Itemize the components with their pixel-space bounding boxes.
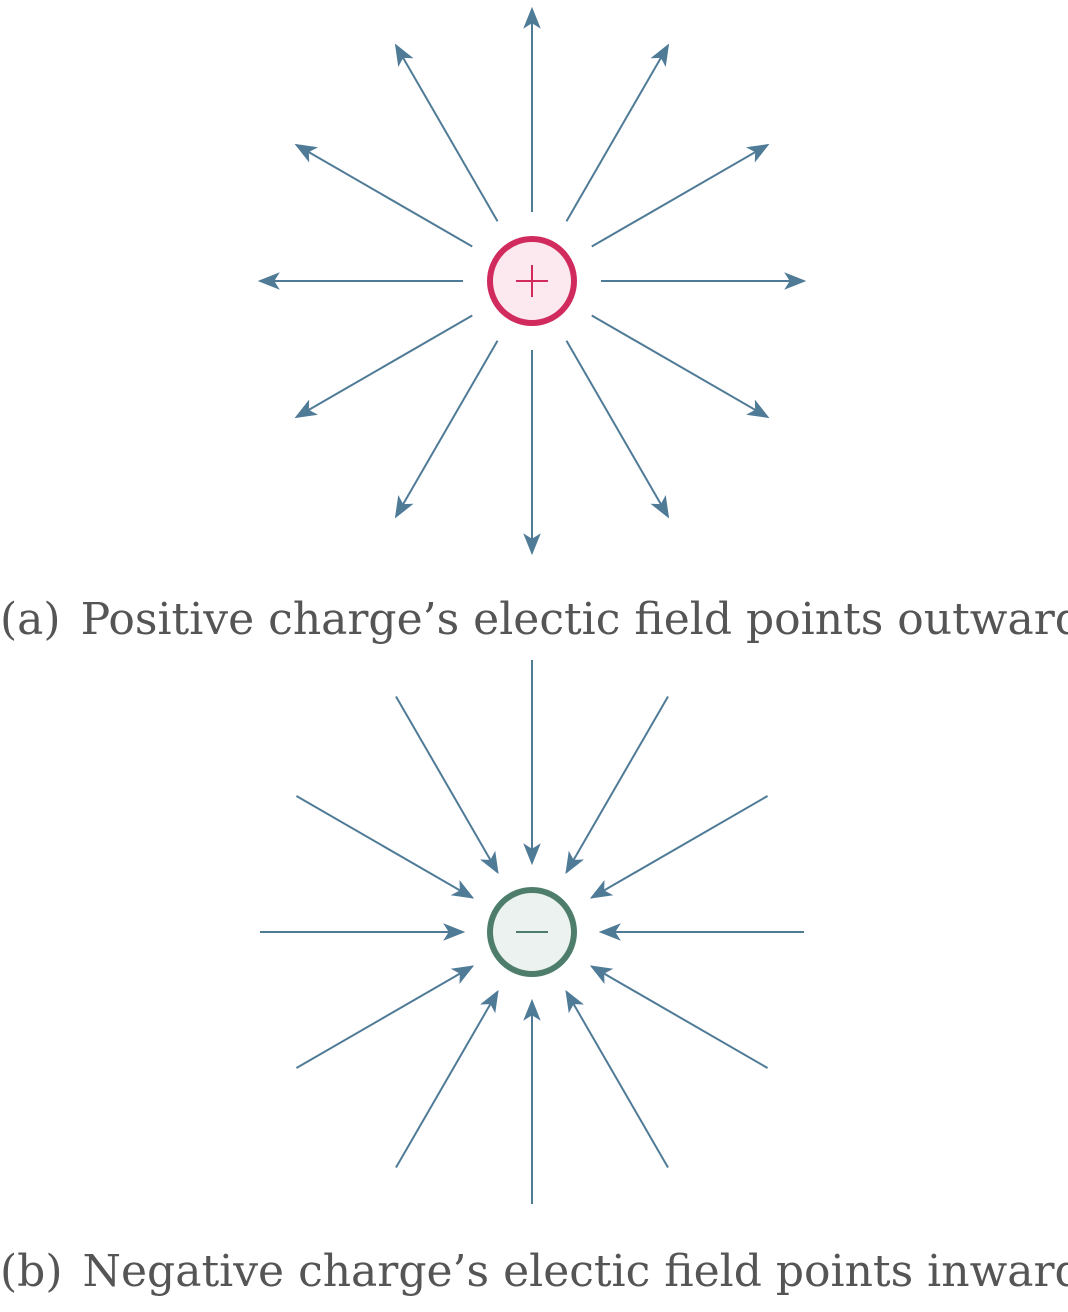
field-line-arrow (591, 143, 770, 248)
field-line-arrow (565, 43, 670, 222)
negative-charge (487, 887, 577, 977)
field-line-arrow (295, 795, 475, 899)
caption-b: (b) Negative charge’s electic field poin… (0, 1250, 1068, 1294)
caption-a-tag: (a) (0, 594, 61, 645)
outward-field-lines (257, 6, 807, 556)
caption-b-text: Negative charge’s electic field points i… (82, 1246, 1068, 1297)
field-line-arrow (394, 340, 499, 519)
field-line-arrow (591, 314, 770, 419)
field-line-arrow (294, 314, 473, 419)
negative-charge-panel (260, 660, 804, 1204)
field-line-arrow (294, 143, 473, 248)
field-line-arrow (565, 695, 669, 875)
field-line-arrow (395, 989, 499, 1169)
caption-a: (a) Positive charge’s electic field poin… (0, 598, 1068, 642)
positive-charge-panel (257, 6, 807, 556)
field-line-arrow (589, 795, 769, 899)
field-line-arrow (295, 965, 475, 1069)
caption-a-text: Positive charge’s electic field points o… (80, 594, 1068, 645)
field-line-arrow (394, 43, 499, 222)
field-line-arrow (395, 695, 499, 875)
field-line-arrow (589, 965, 769, 1069)
field-line-arrow (565, 340, 670, 519)
inward-field-lines (260, 660, 804, 1204)
field-line-arrow (565, 989, 669, 1169)
positive-charge (487, 236, 577, 326)
caption-b-tag: (b) (0, 1246, 63, 1297)
